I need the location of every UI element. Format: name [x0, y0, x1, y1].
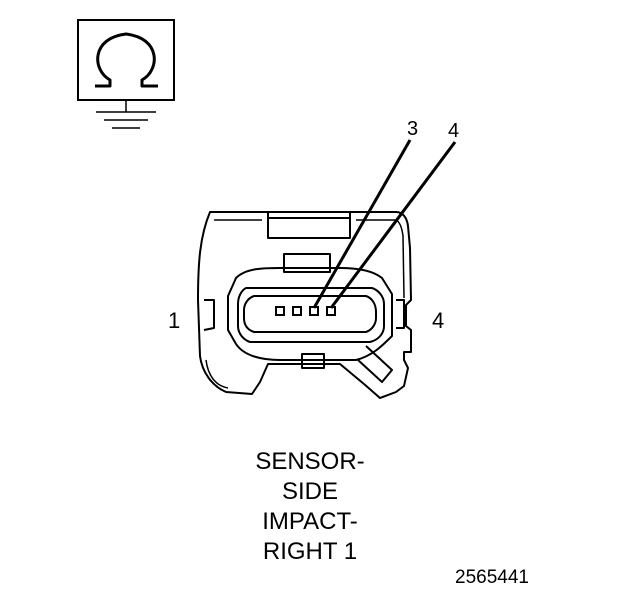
connector-caption: SENSOR- SIDE IMPACT- RIGHT 1 — [200, 447, 420, 567]
pin-cavities — [275, 306, 336, 316]
pin-cavity-4 — [326, 306, 336, 316]
caption-line-4: RIGHT 1 — [262, 538, 358, 565]
leader-line-4 — [329, 141, 457, 309]
pin-cavity-2 — [292, 306, 302, 316]
release-arm — [357, 345, 393, 383]
caption-line-1: SENSOR- — [255, 448, 365, 475]
caption-line-3: IMPACT- — [262, 508, 358, 535]
leader-line-3 — [312, 139, 412, 309]
ohm-ground-symbol-icon — [77, 19, 175, 129]
callout-label-4: 4 — [448, 120, 459, 142]
bottom-key — [301, 353, 325, 369]
pin-cavity-3 — [309, 306, 319, 316]
left-ledge — [203, 299, 215, 331]
connector-body — [197, 211, 412, 399]
pin-row-housing — [243, 295, 377, 333]
figure-id: 2565441 — [455, 567, 529, 588]
mating-face-outer — [227, 267, 393, 361]
caption-line-2: SIDE — [281, 478, 338, 505]
callout-label-3: 3 — [407, 118, 418, 140]
side-label-right: 4 — [432, 308, 444, 333]
callout-leaders — [312, 139, 457, 309]
side-label-left: 1 — [168, 308, 180, 333]
pin-cavity-1 — [275, 306, 285, 316]
latch-tab — [283, 253, 331, 273]
symbol-frame — [77, 19, 175, 101]
latch-block — [267, 211, 351, 239]
right-ledge — [396, 299, 405, 329]
connector-outer-shell — [197, 211, 412, 399]
mating-face-inner — [237, 287, 385, 343]
omega-glyph — [95, 32, 158, 88]
